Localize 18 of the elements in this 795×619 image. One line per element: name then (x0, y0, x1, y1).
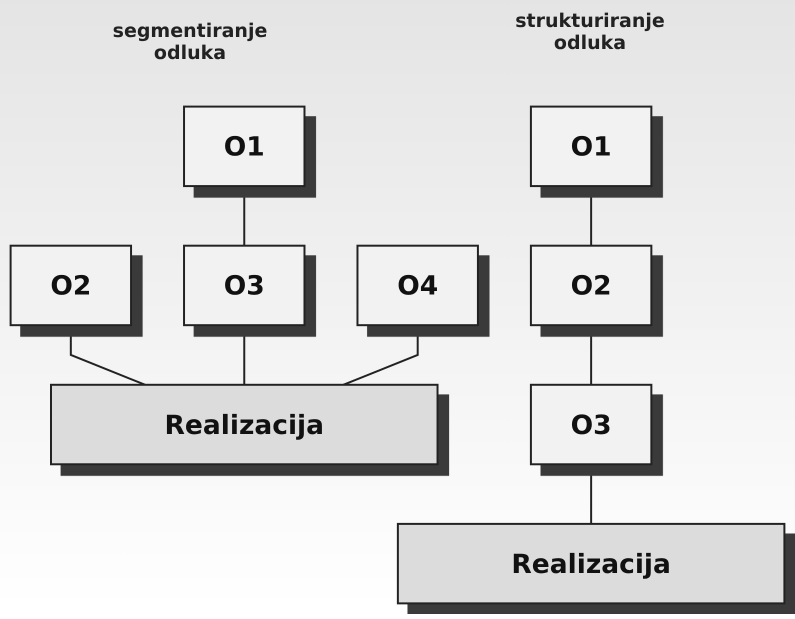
connector (590, 464, 592, 524)
connector (590, 186, 592, 246)
node-box: O1 (183, 106, 306, 188)
heading-text: segmentiranje odluka (112, 20, 268, 64)
node-box: Realizacija (50, 384, 439, 466)
connector (590, 325, 592, 385)
node-box: O4 (356, 244, 479, 326)
connector (343, 325, 419, 386)
node-box: Realizacija (396, 522, 786, 604)
connector (243, 325, 246, 385)
node-box: O3 (183, 244, 306, 326)
node-box: O1 (530, 106, 652, 188)
connector (243, 186, 246, 246)
heading-text: strukturiranje odluka (514, 10, 666, 54)
connector (70, 325, 146, 386)
node-box: O2 (10, 244, 132, 326)
node-box: O3 (530, 384, 652, 466)
node-box: O2 (530, 244, 652, 326)
